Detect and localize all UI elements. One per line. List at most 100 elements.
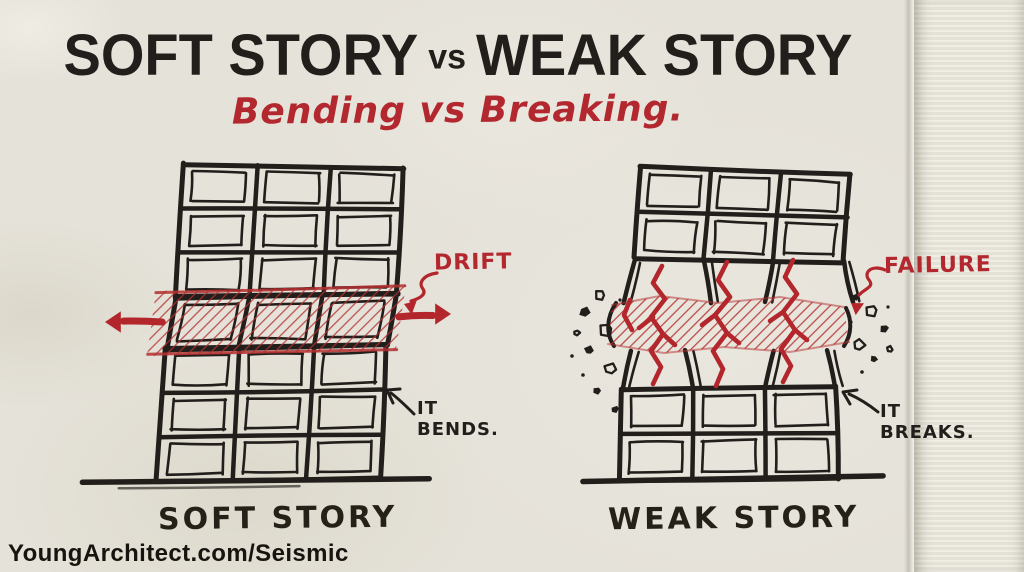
ink-stroke bbox=[262, 170, 268, 204]
ink-stroke bbox=[172, 382, 228, 387]
ink-stroke bbox=[157, 432, 385, 440]
ink-stroke bbox=[631, 393, 686, 398]
ink-stroke bbox=[385, 387, 402, 405]
ink-stroke bbox=[785, 208, 838, 214]
ink-stroke bbox=[710, 261, 720, 303]
ink-stroke bbox=[715, 206, 769, 212]
ink-stroke bbox=[853, 337, 867, 351]
ink-stroke bbox=[692, 221, 699, 255]
it-breaks-line1: IT bbox=[880, 401, 901, 422]
it-bends-pointer-arrow-icon bbox=[385, 387, 416, 416]
it-breaks-line2: BREAKS. bbox=[880, 422, 975, 443]
ink-stroke bbox=[320, 380, 378, 386]
ink-stroke bbox=[848, 260, 861, 303]
ink-stroke bbox=[754, 437, 758, 473]
ink-stroke bbox=[314, 214, 319, 248]
failure-label: FAILURE bbox=[883, 252, 993, 279]
it-breaks-note: IT BREAKS. bbox=[880, 401, 975, 443]
ink-stroke bbox=[240, 215, 245, 247]
ink-stroke bbox=[260, 257, 318, 262]
ink-stroke bbox=[772, 392, 827, 397]
ink-stroke bbox=[261, 243, 318, 248]
ink-stroke bbox=[186, 257, 244, 262]
ink-stroke bbox=[649, 173, 701, 178]
ink-stroke bbox=[700, 438, 758, 443]
ink-stroke bbox=[581, 373, 585, 377]
ink-stroke bbox=[266, 170, 322, 175]
ink-stroke bbox=[336, 214, 393, 219]
ink-stroke bbox=[870, 355, 879, 363]
ink-stroke bbox=[189, 171, 194, 203]
ink-stroke bbox=[583, 345, 594, 354]
ink-stroke bbox=[244, 396, 250, 431]
ink-stroke bbox=[607, 341, 850, 354]
ink-stroke bbox=[190, 214, 246, 218]
subtitle: Bending vs Breaking. bbox=[231, 88, 685, 133]
ink-stroke bbox=[160, 387, 387, 396]
ink-stroke bbox=[782, 251, 835, 256]
it-bends-line1: IT bbox=[417, 398, 438, 419]
ink-stroke bbox=[632, 256, 845, 266]
ink-stroke bbox=[771, 348, 782, 389]
ink-stroke bbox=[225, 354, 231, 387]
ink-stroke bbox=[247, 162, 260, 300]
soft-story-caption: SOFT STORY bbox=[157, 499, 398, 538]
ink-stroke bbox=[172, 398, 228, 403]
ink-stroke bbox=[165, 471, 224, 477]
weak-story-caption: WEAK STORY bbox=[607, 499, 860, 538]
ink-stroke bbox=[318, 425, 375, 430]
ink-stroke bbox=[753, 393, 757, 426]
ink-stroke bbox=[263, 214, 318, 218]
ink-stroke bbox=[230, 346, 242, 483]
ink-stroke bbox=[296, 397, 302, 430]
title-weak-story: WEAK STORY bbox=[476, 21, 853, 88]
ink-stroke bbox=[246, 382, 302, 386]
ink-stroke bbox=[248, 352, 305, 356]
ink-stroke bbox=[570, 354, 574, 358]
ink-stroke bbox=[172, 160, 186, 300]
ink-stroke bbox=[316, 440, 373, 445]
ink-stroke bbox=[117, 484, 301, 490]
ink-stroke bbox=[242, 171, 248, 203]
ink-stroke bbox=[826, 438, 831, 473]
ink-stroke bbox=[635, 209, 850, 220]
ink-stroke bbox=[332, 257, 338, 289]
ink-stroke bbox=[386, 257, 390, 288]
ink-stroke bbox=[627, 441, 632, 475]
ink-stroke bbox=[153, 345, 168, 484]
ink-stroke bbox=[774, 469, 829, 474]
title-soft-story: SOFT STORY bbox=[63, 21, 419, 88]
ink-stroke bbox=[701, 257, 714, 306]
crack-lines bbox=[621, 257, 810, 389]
ink-stroke bbox=[851, 293, 859, 301]
ink-stroke bbox=[628, 439, 685, 444]
ink-stroke bbox=[762, 257, 776, 305]
ink-stroke bbox=[378, 343, 389, 481]
ink-stroke bbox=[404, 300, 417, 315]
weak-story-building-drawing bbox=[580, 163, 886, 485]
ink-stroke bbox=[174, 353, 231, 357]
ink-stroke bbox=[682, 347, 696, 391]
ink-stroke bbox=[187, 243, 243, 248]
ink-stroke bbox=[593, 387, 602, 395]
drift-label: DRIFT bbox=[433, 249, 513, 276]
ink-stroke bbox=[880, 325, 889, 333]
ink-stroke bbox=[393, 165, 406, 296]
ink-stroke bbox=[618, 298, 622, 302]
ink-stroke bbox=[316, 441, 320, 475]
ink-stroke bbox=[262, 213, 267, 248]
ink-stroke bbox=[317, 395, 322, 430]
ink-stroke bbox=[611, 405, 619, 413]
ink-stroke bbox=[711, 250, 766, 256]
ink-stroke bbox=[642, 218, 648, 252]
ink-stroke bbox=[573, 329, 582, 337]
ink-stroke bbox=[321, 350, 378, 356]
ink-stroke bbox=[628, 350, 640, 388]
ink-stroke bbox=[178, 206, 404, 212]
ink-stroke bbox=[317, 172, 321, 203]
ink-stroke bbox=[692, 350, 703, 389]
ink-stroke bbox=[851, 303, 864, 316]
ink-stroke bbox=[618, 430, 839, 437]
ink-stroke bbox=[169, 427, 227, 432]
